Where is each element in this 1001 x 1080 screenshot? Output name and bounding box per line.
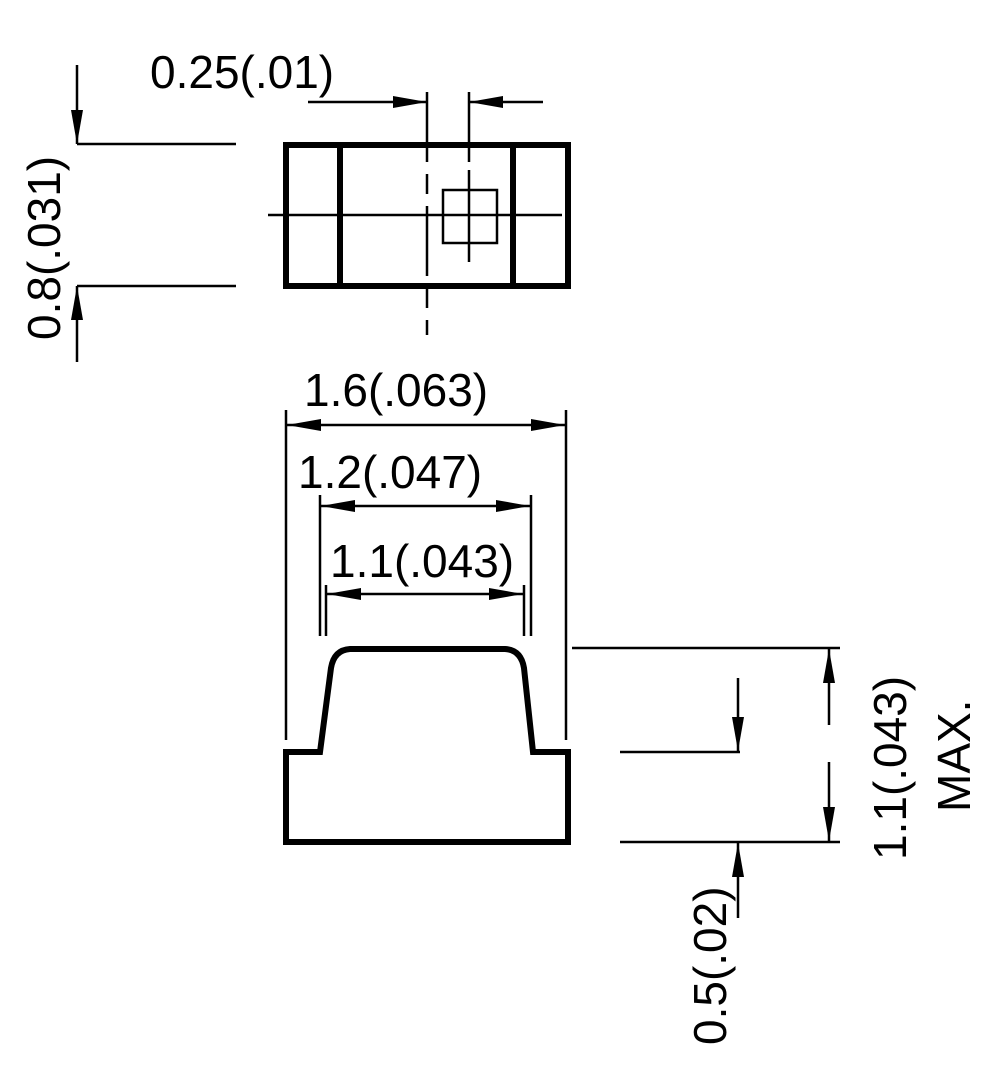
top-length-label: 1.1(.043)	[330, 535, 514, 587]
top-view: 0.25(.01) 0.8(.031)	[18, 46, 571, 362]
die-square	[441, 188, 499, 245]
side-view: 1.6(.063) 1.2(.047) 1.1(.043) 1.1(.043) …	[283, 364, 980, 1045]
base-height-label: 0.5(.02)	[684, 886, 736, 1045]
terminal-span-label: 1.2(.047)	[298, 446, 482, 498]
side-view-body-outline	[283, 646, 571, 845]
width-label: 0.8(.031)	[18, 156, 70, 340]
height-label: 1.1(.043)	[864, 676, 916, 860]
overall-length-label: 1.6(.063)	[304, 364, 488, 416]
pad-spacing-label: 0.25(.01)	[150, 46, 334, 98]
height-max-note: MAX.	[928, 700, 980, 812]
